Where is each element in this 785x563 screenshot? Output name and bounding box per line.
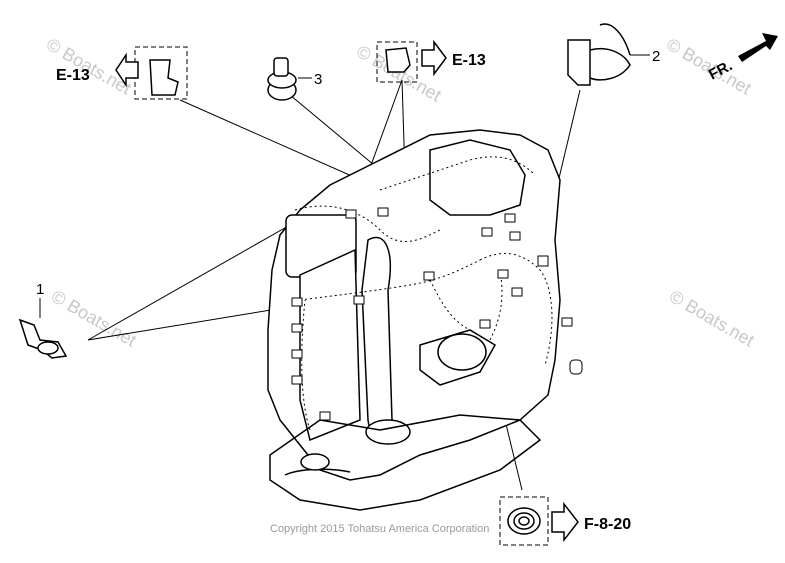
front-arrow-icon — [738, 33, 778, 62]
clip-part-1 — [18, 318, 68, 359]
wiring-harness — [294, 156, 553, 431]
grommet-detail-box — [499, 496, 549, 546]
callout-1: 1 — [36, 281, 44, 298]
harness-clamp-part-2 — [567, 23, 631, 86]
ref-arrow-top-icon — [421, 39, 447, 77]
callout-3: 3 — [314, 71, 322, 88]
clamp-part-3 — [267, 57, 297, 101]
grommet — [507, 507, 541, 535]
clip-top — [385, 47, 411, 73]
clip-detail-box-top — [376, 41, 418, 83]
ref-label-left: E-13 — [56, 67, 90, 84]
clip-left — [149, 59, 179, 96]
ref-arrow-bottom-icon — [551, 501, 579, 543]
copyright-text: Copyright 2015 Tohatsu America Corporati… — [270, 523, 489, 535]
ref-label-bottom: F-8-20 — [584, 516, 631, 533]
ref-label-top: E-13 — [452, 52, 486, 69]
callout-2: 2 — [652, 48, 660, 65]
watermark-middle-right: © Boats.net — [666, 286, 758, 350]
ref-arrow-left-icon — [115, 52, 139, 88]
clip-detail-box-left — [134, 46, 188, 100]
engine-assembly — [267, 129, 561, 511]
harness-connectors — [291, 207, 583, 421]
